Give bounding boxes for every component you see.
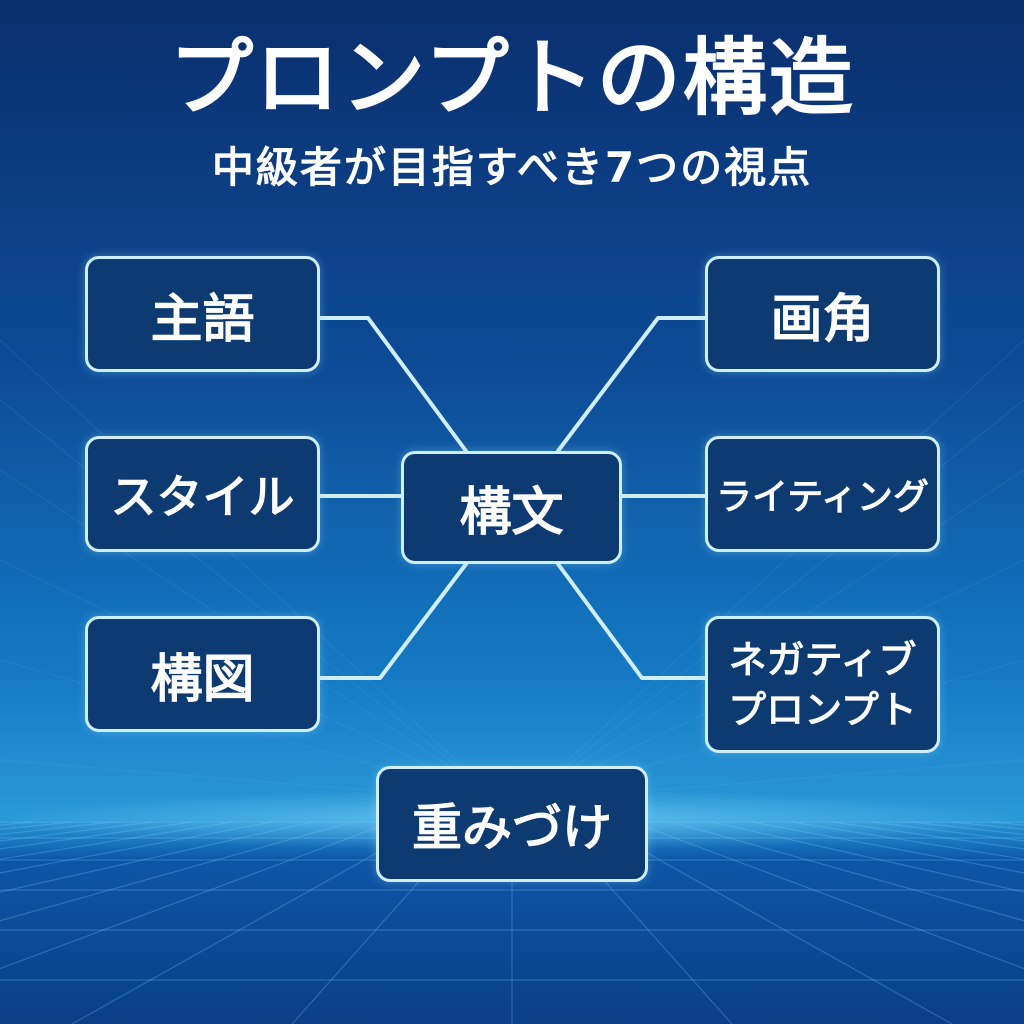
node-label: 構図	[150, 649, 255, 710]
node-weighting: 重みづけ	[376, 766, 648, 882]
grid-line	[791, 821, 1024, 860]
node-label: ライティング	[715, 477, 930, 518]
grid-line	[511, 339, 1024, 813]
node-lighting: ライティング	[705, 436, 940, 552]
grid-line	[871, 821, 1024, 842]
connector-angle	[556, 316, 707, 453]
grid-line	[831, 821, 1024, 850]
grid-line	[671, 821, 1024, 922]
grid-line	[0, 821, 193, 850]
node-center-syntax: 構文	[401, 451, 622, 564]
grid-line	[591, 821, 953, 1024]
grid-line	[0, 821, 393, 970]
connector-subject	[318, 316, 468, 453]
grid-line	[0, 339, 513, 813]
node-label: スタイル	[110, 470, 295, 524]
node-subject: 主語	[85, 256, 320, 372]
grid-line	[0, 821, 273, 874]
grid-line	[0, 821, 113, 836]
grid-line	[0, 821, 33, 826]
node-angle: 画角	[705, 256, 940, 372]
grid-line	[0, 821, 73, 830]
grid-line	[71, 821, 433, 1024]
grid-line	[631, 821, 1024, 970]
grid-line	[0, 821, 353, 922]
node-label: 画角	[770, 289, 875, 350]
node-negative-prompt: ネガティブ プロンプト	[705, 616, 940, 753]
node-label: 構文	[459, 483, 564, 543]
page-subtitle: 中級者が目指すべき7つの視点	[211, 143, 813, 192]
connector-negative	[556, 562, 707, 680]
grid-line	[0, 821, 233, 860]
grid-line	[0, 821, 313, 893]
grid-line	[751, 821, 1024, 874]
node-label: 主語	[150, 289, 255, 350]
grid-line	[0, 821, 153, 842]
grid-line	[711, 821, 1024, 893]
page-title: プロンプトの構造	[169, 29, 855, 127]
node-composition: 構図	[85, 616, 320, 732]
node-style: スタイル	[85, 436, 320, 552]
grid-line	[911, 821, 1024, 836]
connector-composition	[318, 562, 468, 680]
node-label: 重みづけ	[412, 799, 612, 857]
grid-line	[991, 821, 1024, 826]
grid-line	[951, 821, 1024, 830]
node-label: ネガティブ プロンプト	[728, 637, 917, 732]
